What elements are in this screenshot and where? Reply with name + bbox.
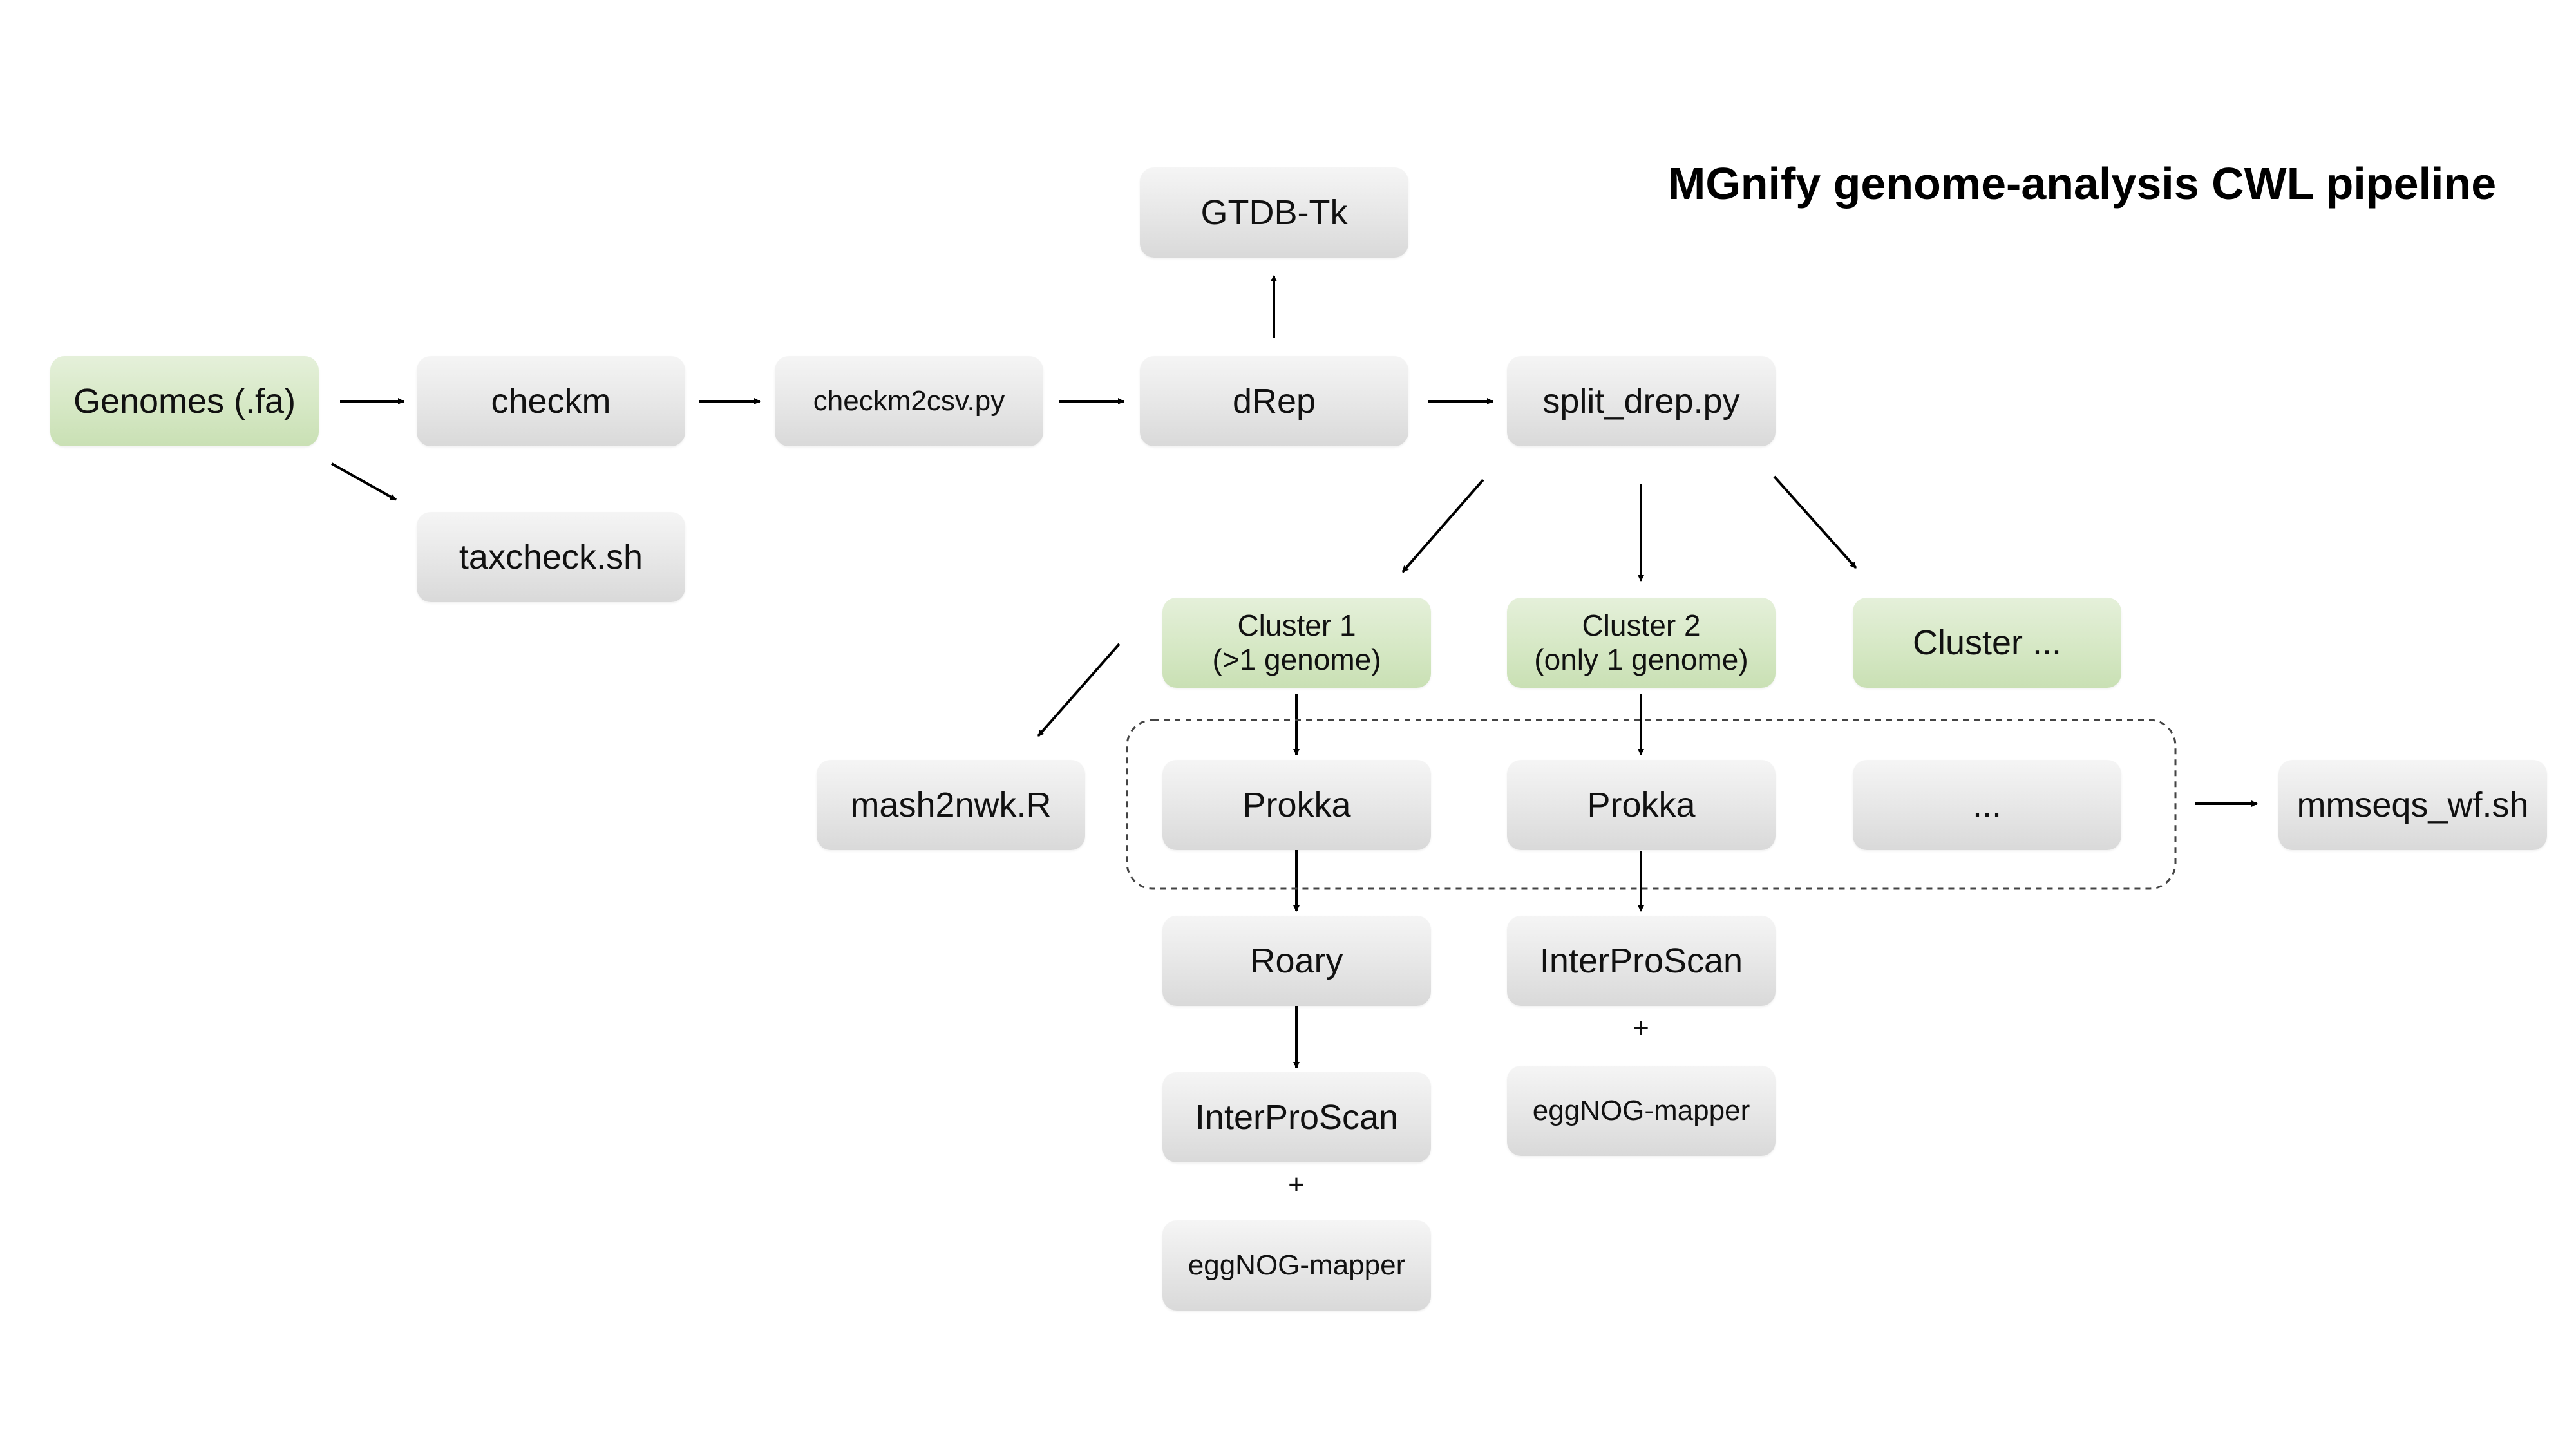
plus-sign-2: + (1633, 1012, 1649, 1044)
node-mash2nwk: mash2nwk.R (817, 760, 1085, 850)
node-cluster2: Cluster 2 (only 1 genome) (1507, 598, 1776, 688)
node-eggnog-2: eggNOG-mapper (1507, 1066, 1776, 1156)
node-checkm2csv: checkm2csv.py (775, 356, 1043, 446)
edge-split-clustermore (1773, 475, 1857, 569)
node-taxcheck: taxcheck.sh (417, 512, 685, 602)
node-drep: dRep (1140, 356, 1408, 446)
node-genomes: Genomes (.fa) (50, 356, 319, 446)
node-gtdbtk: GTDB-Tk (1140, 167, 1408, 258)
node-interproscan-1: InterProScan (1162, 1072, 1431, 1162)
node-cluster-more: Cluster ... (1853, 598, 2121, 688)
edge-split-cluster1 (1401, 478, 1484, 573)
node-cluster1: Cluster 1 (>1 genome) (1162, 598, 1431, 688)
node-eggnog-1: eggNOG-mapper (1162, 1220, 1431, 1311)
node-prokka-1: Prokka (1162, 760, 1431, 850)
edge-genomes-taxcheck (331, 462, 397, 501)
cluster-group-outline (1126, 719, 2177, 890)
plus-sign-1: + (1288, 1169, 1305, 1200)
node-mmseqs: mmseqs_wf.sh (2278, 760, 2547, 850)
node-checkm: checkm (417, 356, 685, 446)
node-split-drep: split_drep.py (1507, 356, 1776, 446)
edge-cluster1-mash2nwk (1037, 643, 1121, 737)
node-prokka-2: Prokka (1507, 760, 1776, 850)
node-interproscan-2: InterProScan (1507, 916, 1776, 1006)
diagram-title: MGnify genome-analysis CWL pipeline (1668, 158, 2497, 209)
node-more: ... (1853, 760, 2121, 850)
node-roary: Roary (1162, 916, 1431, 1006)
